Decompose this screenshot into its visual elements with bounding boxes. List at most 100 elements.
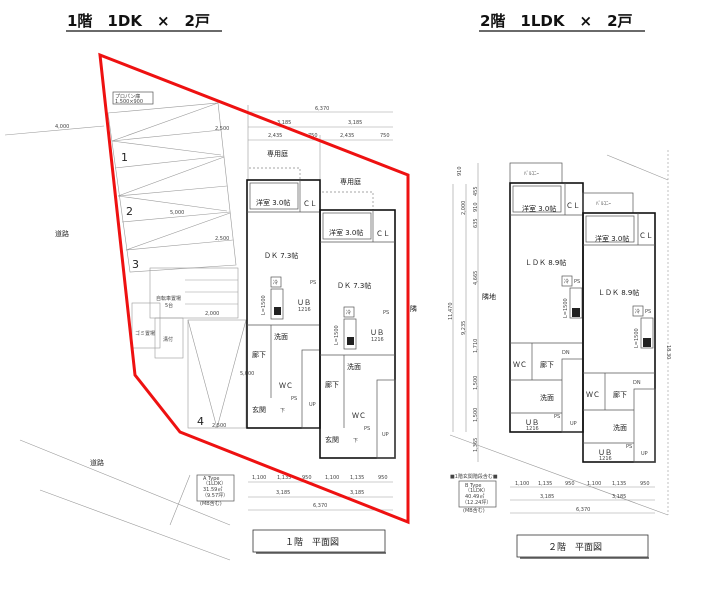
floor1-unit-left: 専用庭 洋室 3.0帖 ＣＬ ＤＫ 7.3帖 冷 PS L=1500 ＵＢ 12… [246,149,321,429]
dim-text: 4,000 [55,124,69,130]
room-ub: ＵＢ [598,449,612,457]
bicycle-parking-label: 自転車置場 [156,295,181,302]
dim-text: 1,100 [325,475,339,481]
type-a-box [196,474,235,502]
floor2-note: ■1階玄関階段含む■ [450,473,498,480]
dim-text: 1,100 [515,481,529,487]
room-wc: ＷＣ [352,412,366,420]
floor2-left-dimensions: 910 455 910 635 2,000 4,665 1,710 1,500 … [448,150,671,516]
floor2-plan-title: ２階 平面図 [548,542,602,553]
stairs-up: UP [641,451,648,457]
stairs-up: UP [382,432,389,438]
type-name: B Type [465,483,482,489]
gutter-label: 溝付 [163,336,173,343]
dim-text: 3,185 [348,120,362,126]
dim-text: 3,185 [277,120,291,126]
parking-2: 2 [126,205,133,218]
road-label-left: 道路 [55,229,69,238]
ub-size: 1216 [371,337,384,343]
balcony-label: ﾊﾞﾙｺﾆｰ [596,200,612,207]
dim-text: 2,435 [340,133,354,139]
type-tsubo: （9.57坪） [202,492,228,499]
kitchen-length: L=1500 [563,298,569,318]
dim-text: 1,710 [473,339,479,353]
type-tsubo: （12.24坪） [462,499,491,506]
dim-text: 1,135 [277,475,291,481]
ps-label: PS [574,279,580,285]
kitchen-length: L=1500 [634,328,640,348]
room-closet: ＣＬ [303,200,317,208]
room-dk: ＤＫ 7.3帖 [337,281,371,290]
parking-3: 3 [132,258,139,271]
stairs-up: UP [570,421,577,427]
room-western: 洋室 3.0帖 [256,198,290,207]
room-closet: ＣＬ [566,202,580,210]
type-area: 40.49㎡ [465,493,484,500]
ub-size: 1216 [298,307,311,313]
private-garden-label: 専用庭 [340,177,361,186]
dim-text: 1,135 [350,475,364,481]
dim-text: 2,000 [205,311,219,317]
private-garden-label: 専用庭 [267,149,288,158]
propane-size: 1.500×900 [115,99,143,105]
stairs-down: DN [633,380,641,386]
neighbor-label: 隣 [410,304,417,313]
dim-text: 1,100 [252,475,266,481]
ps-label: PS [626,444,632,450]
room-western: 洋室 3.0帖 [595,234,629,243]
ps-label: PS [645,309,651,315]
ps-label: PS [310,280,316,286]
floor2-unit-right: ﾊﾞﾙｺﾆｰ 洋室 3.0帖 ＣＬ ＬＤＫ 8.9帖 冷 PS L=1500 Ｗ… [582,192,656,463]
room-ldk: ＬＤＫ 8.9帖 [525,258,566,267]
room-entrance: 玄関 [252,405,266,414]
ps-label: PS [291,396,297,402]
dim-text: 4,665 [473,271,479,285]
room-western: 洋室 3.0帖 [329,228,363,237]
dim-text: 1,100 [587,481,601,487]
parking-1: 1 [121,151,128,164]
ps-label: PS [554,414,560,420]
type-layout: （1LDK） [465,488,488,494]
dim-text: 1,135 [612,481,626,487]
floor1-title: 1階 1DK × 2戸 [67,12,210,30]
propane-storage [112,91,154,105]
dim-text: 750 [380,133,390,139]
dim-text: 18.30 [665,345,671,359]
room-entrance: 玄関 [325,435,339,444]
dim-text: 3,185 [350,490,364,496]
kitchen-length: L=1500 [261,295,267,315]
type-note: (MB含む) [200,500,222,507]
parking-4: 4 [197,415,204,428]
propane-label: プロパン庫 [115,93,140,100]
room-wash: 洗面 [540,393,554,402]
type-b-box [458,480,497,508]
kitchen-length: L=1500 [334,325,340,345]
floor1-unit-right: 専用庭 洋室 3.0帖 ＣＬ ＤＫ 7.3帖 冷 PS L=1500 ＵＢ 12… [319,177,396,459]
dim-text: 2,500 [215,126,229,132]
type-area: 31.59㎡ [203,486,222,493]
floor1-plan-title: １階 平面図 [285,537,339,548]
room-dk: ＤＫ 7.3帖 [264,251,298,260]
type-note: (MB含む) [463,507,485,514]
floor1-bottom-dimensions: 1,100 1,135 950 1,100 1,135 950 3,185 3,… [196,474,393,554]
fridge-label: 冷 [346,309,351,316]
dim-text: 635 [473,218,479,228]
dim-text: 910 [473,202,479,212]
fridge-label: 冷 [635,308,640,315]
bicycle-count: 5台 [165,302,173,309]
dim-text: 5,000 [170,210,184,216]
room-wc: ＷＣ [513,361,527,369]
room-wash: 洗面 [613,423,627,432]
room-wc: ＷＣ [279,382,293,390]
stairs-down: DN [562,350,570,356]
room-closet: ＣＬ [376,230,390,238]
room-ub: ＵＢ [370,329,384,337]
dim-text: 6,370 [315,106,329,112]
dim-text: 11,470 [448,303,454,321]
dim-text: 1,500 [473,376,479,390]
floor2-unit-left: ﾊﾞﾙｺﾆｰ 洋室 3.0帖 ＣＬ ＬＤＫ 8.9帖 冷 PS L=1500 Ｗ… [509,162,584,433]
floor2-title: 2階 1LDK × 2戸 [480,12,633,30]
room-hall: 廊下 [613,390,627,399]
road-label-bottom: 道路 [90,458,104,467]
